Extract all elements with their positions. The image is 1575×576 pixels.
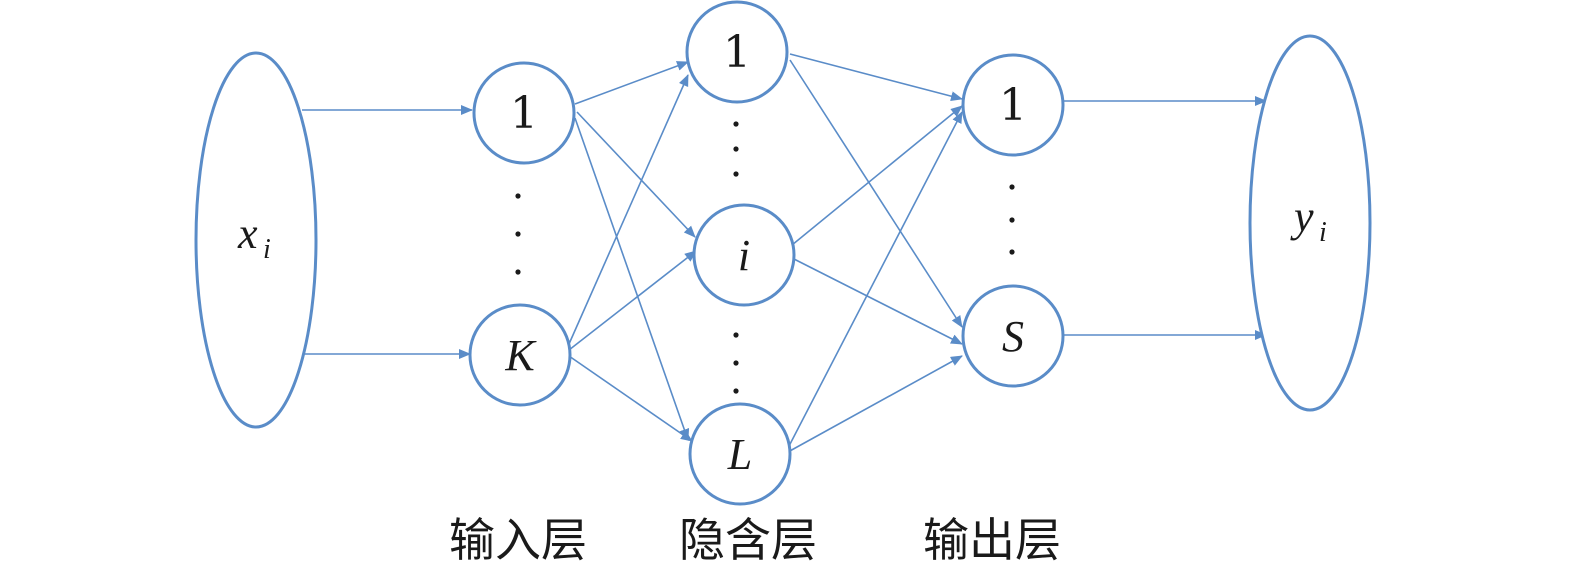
output-node-s xyxy=(961,284,1065,388)
hidden-node-1-label: 1 xyxy=(723,27,751,78)
ellipsis-dot xyxy=(733,332,739,338)
input-set-var: x xyxy=(237,209,258,258)
edge-inputk-hiddeni xyxy=(568,250,697,351)
ellipsis-dot xyxy=(733,121,739,127)
output-set: y i xyxy=(1248,34,1372,412)
ellipsis-dot xyxy=(733,146,739,152)
ellipsis-dot xyxy=(1009,249,1015,255)
edge-hiddeni-outputs xyxy=(791,257,963,345)
edge-input1-hidden1 xyxy=(574,61,689,105)
ellipsis-dot xyxy=(1009,217,1015,223)
input-node-1 xyxy=(472,61,576,165)
output-node-1 xyxy=(961,53,1065,157)
output-set-var: y xyxy=(1290,192,1314,241)
input-layer: 1 K xyxy=(468,61,576,407)
edge-hiddenl-outputs xyxy=(787,355,963,453)
ellipsis-dot xyxy=(515,193,521,199)
input-set-subscript: i xyxy=(263,234,271,265)
hidden-layer: 1 i L xyxy=(685,0,796,506)
edge-input1-hiddenl xyxy=(574,117,690,441)
edge-hidden1-output1 xyxy=(789,53,963,102)
ellipsis-dot xyxy=(515,269,521,275)
output-node-s-label: S xyxy=(1002,312,1024,361)
hidden-node-l-label: L xyxy=(727,430,752,479)
ellipsis-dot xyxy=(515,231,521,237)
input-layer-caption: 输入层 xyxy=(449,513,587,567)
edge-hiddenl-output1 xyxy=(787,111,963,449)
edge-input1-hiddeni xyxy=(576,111,696,238)
ellipsis-dot xyxy=(733,388,739,394)
ellipsis-dot xyxy=(1009,184,1015,190)
hidden-node-1 xyxy=(685,0,789,104)
edge-hiddeni-output1 xyxy=(791,105,963,246)
input-node-1-label: 1 xyxy=(510,88,538,139)
ellipsis-dot xyxy=(733,171,739,177)
output-set-subscript: i xyxy=(1319,217,1327,248)
ellipsis-dot xyxy=(733,360,739,366)
input-node-k-label: K xyxy=(504,331,537,380)
output-layer: 1 S xyxy=(961,53,1065,388)
input-set: x i xyxy=(194,51,318,429)
hidden-node-i-label: i xyxy=(738,231,750,280)
hidden-node-i xyxy=(692,203,796,307)
input-node-k xyxy=(468,303,572,407)
edge-inputk-hidden1 xyxy=(568,74,689,345)
edge-hidden1-outputs xyxy=(789,59,963,328)
output-layer-caption: 输出层 xyxy=(923,513,1061,567)
edge-inputk-hiddenl xyxy=(568,355,693,442)
output-node-1-label: 1 xyxy=(999,80,1027,131)
hidden-layer-caption: 隐含层 xyxy=(679,513,817,567)
hidden-node-l xyxy=(688,402,792,506)
